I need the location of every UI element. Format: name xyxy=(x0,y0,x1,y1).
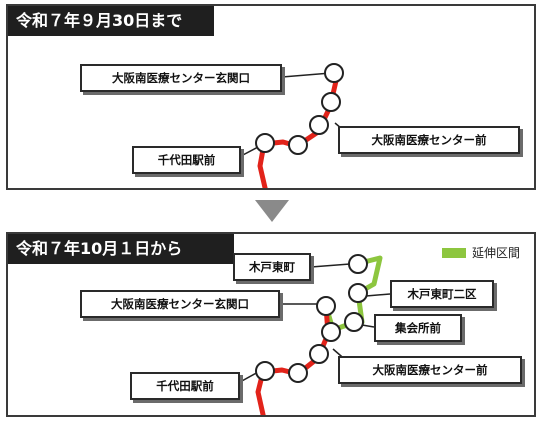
route-line-after xyxy=(239,254,391,415)
leader-shukaisho xyxy=(361,324,375,328)
route-map-after: 令和７年10月１日から 延伸区間 木戸東町 木戸東町二区 集会所前 大阪南医療セ… xyxy=(6,232,536,417)
label-center-mae-before: 大阪南医療センター前 xyxy=(338,126,520,154)
period-header-after: 令和７年10月１日から xyxy=(8,234,234,264)
leader-kidohigashi-2ku xyxy=(365,293,391,297)
leader-genkanguchi xyxy=(281,72,332,78)
stop-chiyoda-after xyxy=(255,361,275,381)
label-chiyoda-before: 千代田駅前 xyxy=(132,146,241,174)
stop-genkanguchi-after xyxy=(316,296,336,316)
label-kidohigashi-2ku: 木戸東町二区 xyxy=(390,280,494,308)
period-header-before: 令和７年９月30日まで xyxy=(8,6,214,36)
leader-kidohigashi xyxy=(310,263,351,268)
stop-center-mae-before xyxy=(309,115,329,135)
label-genkanguchi-after: 大阪南医療センター玄関口 xyxy=(80,290,280,318)
stop-a-before xyxy=(321,92,341,112)
down-arrow-icon xyxy=(255,200,289,222)
route-line-before xyxy=(240,63,349,188)
label-center-mae-after: 大阪南医療センター前 xyxy=(338,356,522,384)
label-shukaisho: 集会所前 xyxy=(374,314,462,342)
stop-kidohigashi-2ku xyxy=(348,283,368,303)
stop-kidohigashi xyxy=(348,254,368,274)
stop-genkanguchi-before xyxy=(324,63,344,83)
stop-shukaisho xyxy=(344,312,364,332)
label-chiyoda-after: 千代田駅前 xyxy=(130,372,240,400)
legend-label: 延伸区間 xyxy=(471,246,520,260)
stop-center-mae-after xyxy=(309,344,329,364)
stop-c-after xyxy=(321,322,341,342)
label-genkanguchi-before: 大阪南医療センター玄関口 xyxy=(80,64,282,92)
stop-b-before xyxy=(288,135,308,155)
route-map-before: 令和７年９月30日まで 大阪南医療センター玄関口 大阪南医療センター前 千代田駅… xyxy=(6,4,536,190)
stop-chiyoda-before xyxy=(255,133,275,153)
legend-swatch-green xyxy=(441,247,466,258)
label-kidohigashi: 木戸東町 xyxy=(233,253,311,281)
stop-d-after xyxy=(288,363,308,383)
legend-extension: 延伸区間 xyxy=(441,244,520,261)
